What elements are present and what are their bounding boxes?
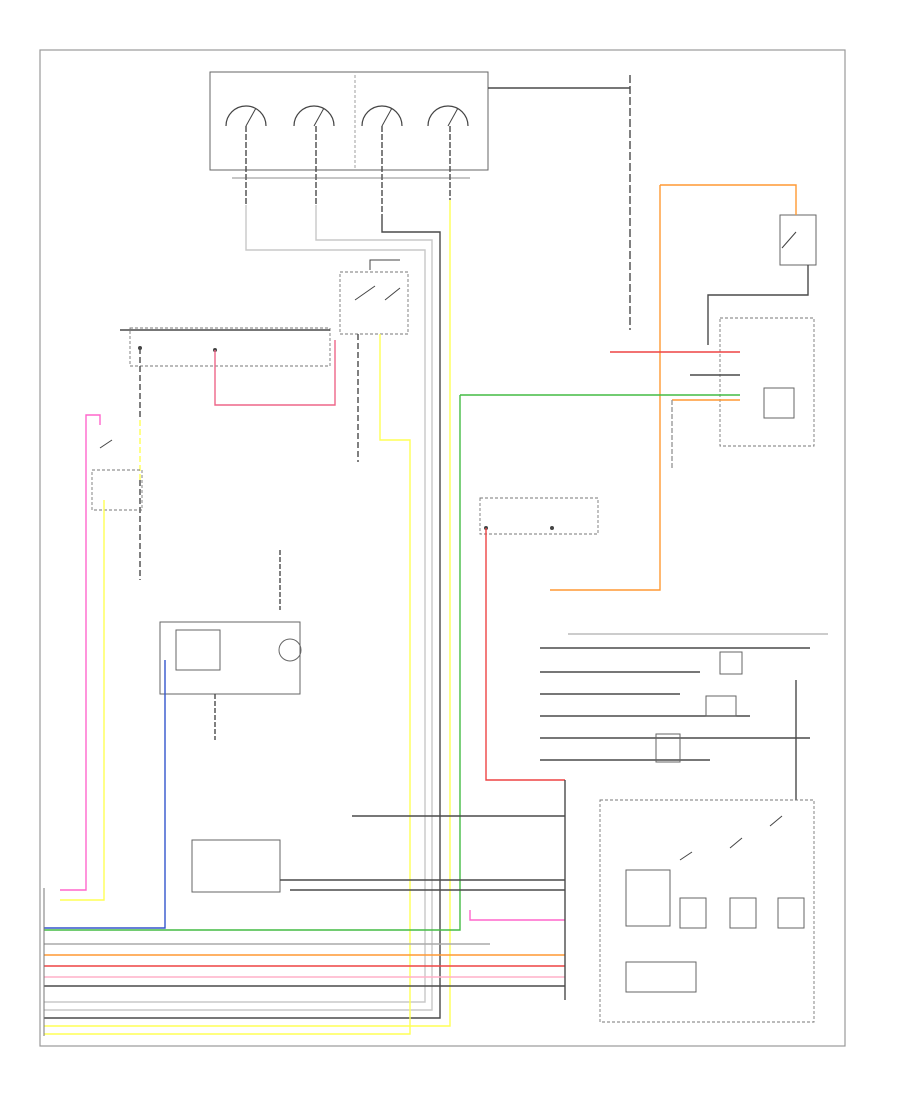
fuel-pump-relay-box [719,317,815,447]
panel-switch-a [705,695,737,717]
diagram-frame [39,49,846,1047]
yellow-trunk-wire-2 [44,334,411,1035]
fuse-block-left [129,327,331,367]
switch-module-c [777,897,805,929]
switch-module-b [729,897,757,929]
fuel-pump-ground-wire [707,265,809,345]
pink-wire-left [60,414,101,891]
fuel-pump-relay-top [779,214,817,266]
gauge-4 [427,105,469,127]
module-switch-1 [679,851,693,861]
right-fuse-dot-2 [550,526,554,530]
center-relay-lamp [278,638,302,662]
blue-wire [44,660,166,929]
switch-module-a [679,897,707,929]
yellow-trunk-wire-1 [44,200,451,1027]
red-wire-right [485,528,565,781]
fuel-pump-switch [781,231,797,249]
relay-block-left [120,259,409,367]
relay-left-lead [369,259,400,270]
harness-pink [469,910,565,921]
gray-trunk-wire-1 [44,205,426,1003]
right-fuse-box [479,497,599,535]
left-sensor-module [91,439,143,511]
switch-module-lower [625,961,697,993]
switch-module-box [599,799,815,1023]
lower-left-connector [191,839,281,893]
trunk-wire-3 [44,220,441,1019]
gauge-3 [361,105,403,127]
center-relay-box [159,621,301,695]
yellow-wire-left [60,500,105,901]
sensor-module-box [91,469,143,511]
relay-left-switch-2 [384,287,401,301]
panel-lamp [655,733,681,763]
panel-indicator [719,651,743,675]
bottom-harness [44,780,566,1000]
switch-panel [540,633,828,1023]
relay-left-switch [354,285,376,301]
center-relay-coil [175,629,221,671]
right-fuse-block [479,497,599,535]
gray-trunk-wire-2 [44,205,433,1011]
gauge-cluster-box [209,71,489,171]
center-relay-module [159,550,302,740]
relay-left-box [339,271,409,335]
fuel-pump-relay-area [460,184,817,591]
pink-red-loop-wire [214,340,336,406]
gauge-1 [225,105,267,127]
fuel-pump-relay-coil [763,387,795,419]
sensor-switch [99,439,113,449]
module-switch-2 [729,837,743,849]
module-switch-3 [769,815,783,827]
gauge-cluster [209,71,631,330]
orange-wire-top [660,184,797,215]
green-wire-long [44,395,461,931]
gauge-2 [293,105,335,127]
orange-wire-vertical [550,185,661,591]
switch-module-unit [625,869,671,927]
